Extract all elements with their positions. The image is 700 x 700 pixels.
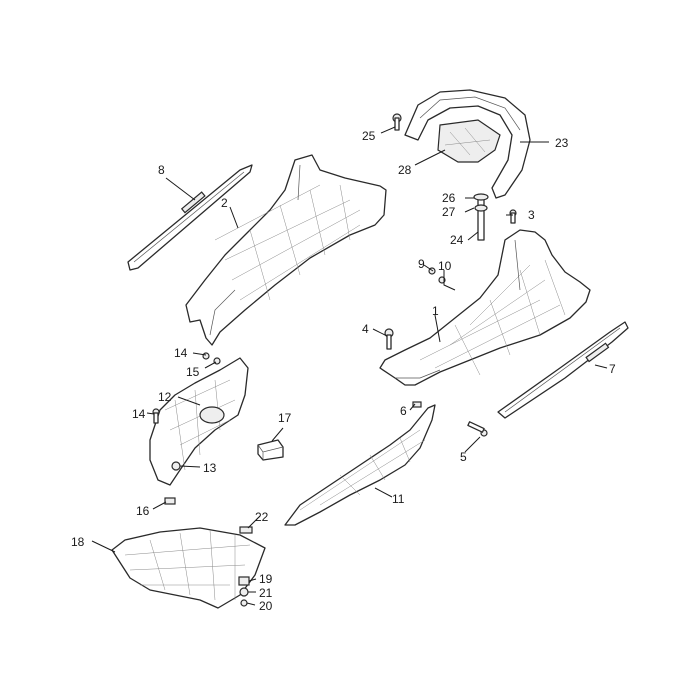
label-8: 8 [158, 163, 165, 177]
label-12: 12 [158, 390, 172, 404]
leader-lines [91, 126, 608, 606]
part-2-left-side-panel [185, 154, 387, 346]
label-15: 15 [186, 365, 200, 379]
part-28-inner-cover [437, 119, 501, 163]
label-7: 7 [609, 362, 616, 376]
part-11-floor-rail [284, 404, 436, 526]
label-14a: 14 [174, 346, 188, 360]
label-21: 21 [259, 586, 273, 600]
part-24-bolt [473, 193, 489, 241]
label-27: 27 [442, 205, 456, 219]
label-17: 17 [278, 411, 292, 425]
part-7-trim-strip [497, 321, 629, 419]
part-23-rear-handle [404, 89, 531, 199]
label-28: 28 [398, 163, 412, 177]
label-5: 5 [460, 450, 467, 464]
label-20: 20 [259, 599, 273, 613]
label-10: 10 [438, 259, 452, 273]
label-23: 23 [555, 136, 569, 150]
label-19: 19 [259, 572, 273, 586]
label-3: 3 [528, 208, 535, 222]
label-2: 2 [221, 196, 228, 210]
label-1: 1 [432, 304, 439, 318]
label-16: 16 [136, 504, 150, 518]
label-24: 24 [450, 233, 464, 247]
label-11: 11 [392, 492, 405, 506]
label-26: 26 [442, 191, 456, 205]
part-12-lower-front-panel [149, 357, 249, 486]
part-17-pad [257, 439, 284, 461]
label-13: 13 [203, 461, 217, 475]
label-22: 22 [255, 510, 269, 524]
label-18: 18 [71, 535, 85, 549]
label-6: 6 [400, 404, 407, 418]
label-14b: 14 [132, 407, 146, 421]
label-9: 9 [418, 257, 425, 271]
label-25: 25 [362, 129, 376, 143]
part-8-trim-strip [127, 164, 253, 271]
callout-labels: 8 2 25 28 23 26 27 3 24 9 10 1 4 7 14 15… [71, 129, 616, 613]
label-4: 4 [362, 322, 369, 336]
part-1-right-side-panel [379, 229, 591, 386]
